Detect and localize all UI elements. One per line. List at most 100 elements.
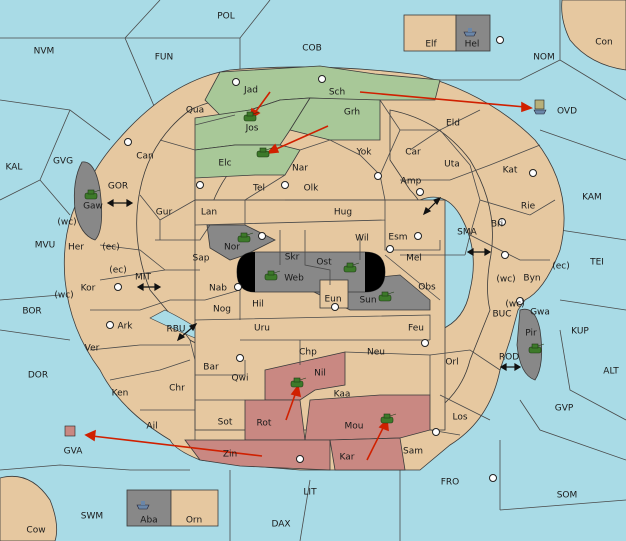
label-tel: Tel [252,184,265,194]
supply-center-olk [281,181,289,189]
label-sun: Sun [359,296,376,306]
label-sch: Sch [329,88,345,98]
supply-center-esm [414,232,422,240]
supply-center-nor [258,232,266,240]
label-yok: Yok [355,148,372,158]
label-car: Car [405,148,421,158]
strait-markers [106,196,522,372]
coast-label: (ec) [102,243,120,253]
supply-center-byn [501,251,509,259]
supply-center-can [124,138,132,146]
label-skr: Skr [285,253,300,263]
label-nor: Nor [224,243,240,253]
region-con[interactable] [561,0,626,71]
label-gvp: GVP [555,404,574,414]
label-chr: Chr [169,384,185,394]
unit-mou-tank-icon [380,413,397,424]
unit-elc-tank-icon [256,147,273,158]
supply-center-rie [498,218,506,226]
region-mou[interactable] [304,394,431,441]
supply-center-feu [421,339,429,347]
label-sma: SMA [457,228,477,238]
label-mit: MIT [135,273,151,283]
fleet-aba-ship-icon [136,501,150,510]
label-neu: Neu [367,348,385,358]
region-cow[interactable] [0,475,58,541]
label-gor: GOR [108,182,128,192]
fleet-ovd-ship-icon [533,99,547,115]
label-gva: GVA [64,447,84,457]
region-grh[interactable] [289,97,381,141]
label-zin: Zin [223,450,237,460]
supply-center-mel [386,245,394,253]
label-feu: Feu [408,324,424,334]
label-dor: DOR [28,371,48,381]
label-bor: BOR [22,307,41,317]
label-mou: Mou [345,422,364,432]
label-fro: FRO [441,478,460,488]
label-ovd: OVD [557,107,577,117]
region-gaw[interactable] [73,161,103,241]
label-obs: Obs [418,283,436,293]
region-aba[interactable] [126,489,172,527]
label-hug: Hug [334,208,352,218]
label-kup: KUP [571,327,589,337]
label-pol: POL [217,12,235,22]
supply-center-ver [106,321,114,329]
label-kar: Kar [340,453,355,463]
region-kar[interactable] [329,437,406,471]
label-web: Web [284,274,304,284]
label-gur: Gur [156,208,173,218]
unit-jos-tank-icon [243,111,260,122]
unit-ost-tank-icon [343,262,360,273]
label-sam: Sam [403,447,423,457]
label-hil: Hil [252,300,264,310]
label-nvm: NVM [34,47,55,57]
supply-center-gwa [516,297,524,305]
supply-center-sam [432,428,440,436]
label-gwa: Gwa [530,308,550,318]
label-alt: ALT [603,367,619,377]
label-ost: Ost [316,258,332,268]
label-kor: Kor [81,284,96,294]
coast-label: (ec) [552,262,570,272]
label-eld: Eld [446,119,460,129]
unit-nor-tank-icon [237,232,254,243]
region-pir[interactable] [516,308,543,381]
label-ken: Ken [112,389,129,399]
label-nog: Nog [213,305,231,315]
label-amp: Amp [401,177,422,187]
label-eun: Eun [324,295,341,305]
label-uta: Uta [444,160,460,170]
central-oval [236,251,386,293]
label-bar: Bar [203,363,219,373]
label-tei: TEI [589,258,604,268]
coast-label: (ec) [109,266,127,276]
supply-center-fro [489,474,497,482]
oval-left-cap [237,252,255,292]
supply-center-yok [374,172,382,180]
land-borders [89,99,556,440]
unit-pir-tank-icon [528,343,545,354]
region-elc[interactable] [194,144,301,179]
region-rot[interactable] [244,399,306,441]
label-rod: ROD [499,353,519,363]
label-nom: NOM [533,53,555,63]
label-gvg: GVG [53,157,73,167]
label-hel: Hel [465,40,480,50]
coast-label: (wc) [54,291,73,301]
fleets [64,28,547,510]
label-jos: Jos [245,124,259,134]
label-qua: Qua [186,106,204,116]
land-labels: Jad Sch Jos Grh Elc Qua Can Eld Yok Car … [68,40,550,526]
unit-web-tank-icon [264,270,281,281]
fleet-gva-icon [64,425,76,437]
region-orn[interactable] [170,489,219,527]
label-elf: Elf [425,40,437,50]
label-con: Con [595,38,613,48]
label-kat: Kat [503,166,518,176]
label-nil: Nil [314,369,326,379]
label-esm: Esm [388,233,407,243]
supply-center-kor [114,283,122,291]
unit-sun-tank-icon [378,291,395,302]
